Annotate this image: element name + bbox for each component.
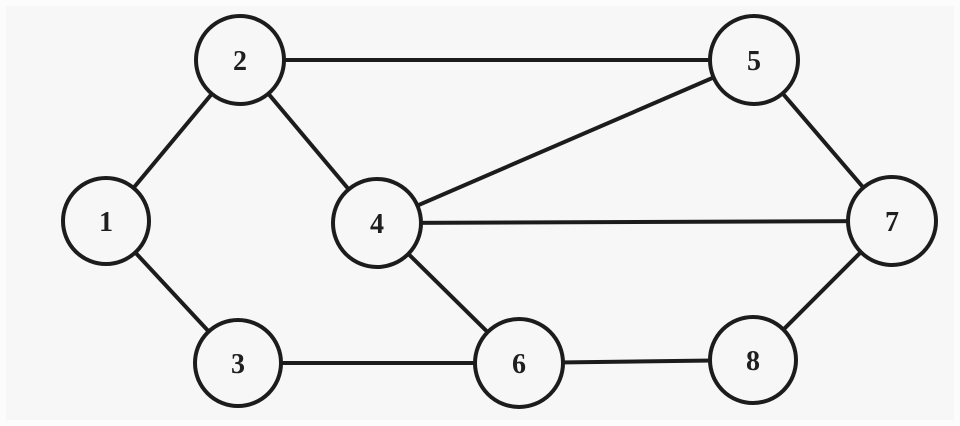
node-label-2: 2 <box>233 46 247 77</box>
node-3: 3 <box>193 318 283 408</box>
node-1: 1 <box>61 176 151 266</box>
edge-4-5 <box>375 58 756 225</box>
node-label-4: 4 <box>370 209 384 240</box>
node-8: 8 <box>708 315 798 405</box>
node-4: 4 <box>331 177 423 269</box>
node-circle-4 <box>331 177 423 269</box>
nodes-layer: 1 2 3 4 5 6 7 8 <box>61 14 938 409</box>
node-circle-6 <box>473 317 565 409</box>
node-7: 7 <box>846 175 938 267</box>
node-5: 5 <box>708 14 800 106</box>
node-circle-2 <box>194 14 286 106</box>
node-label-6: 6 <box>512 349 526 380</box>
node-6: 6 <box>473 317 565 409</box>
node-2: 2 <box>194 14 286 106</box>
node-circle-5 <box>708 14 800 106</box>
node-label-7: 7 <box>885 207 899 238</box>
node-label-3: 3 <box>231 349 245 380</box>
node-label-5: 5 <box>747 46 761 77</box>
node-label-8: 8 <box>746 346 760 377</box>
node-circle-3 <box>193 318 283 408</box>
node-label-1: 1 <box>99 207 113 238</box>
node-circle-1 <box>61 176 151 266</box>
node-circle-7 <box>846 175 938 267</box>
node-circle-8 <box>708 315 798 405</box>
edge-4-7 <box>375 219 894 225</box>
edges-layer <box>104 58 894 365</box>
